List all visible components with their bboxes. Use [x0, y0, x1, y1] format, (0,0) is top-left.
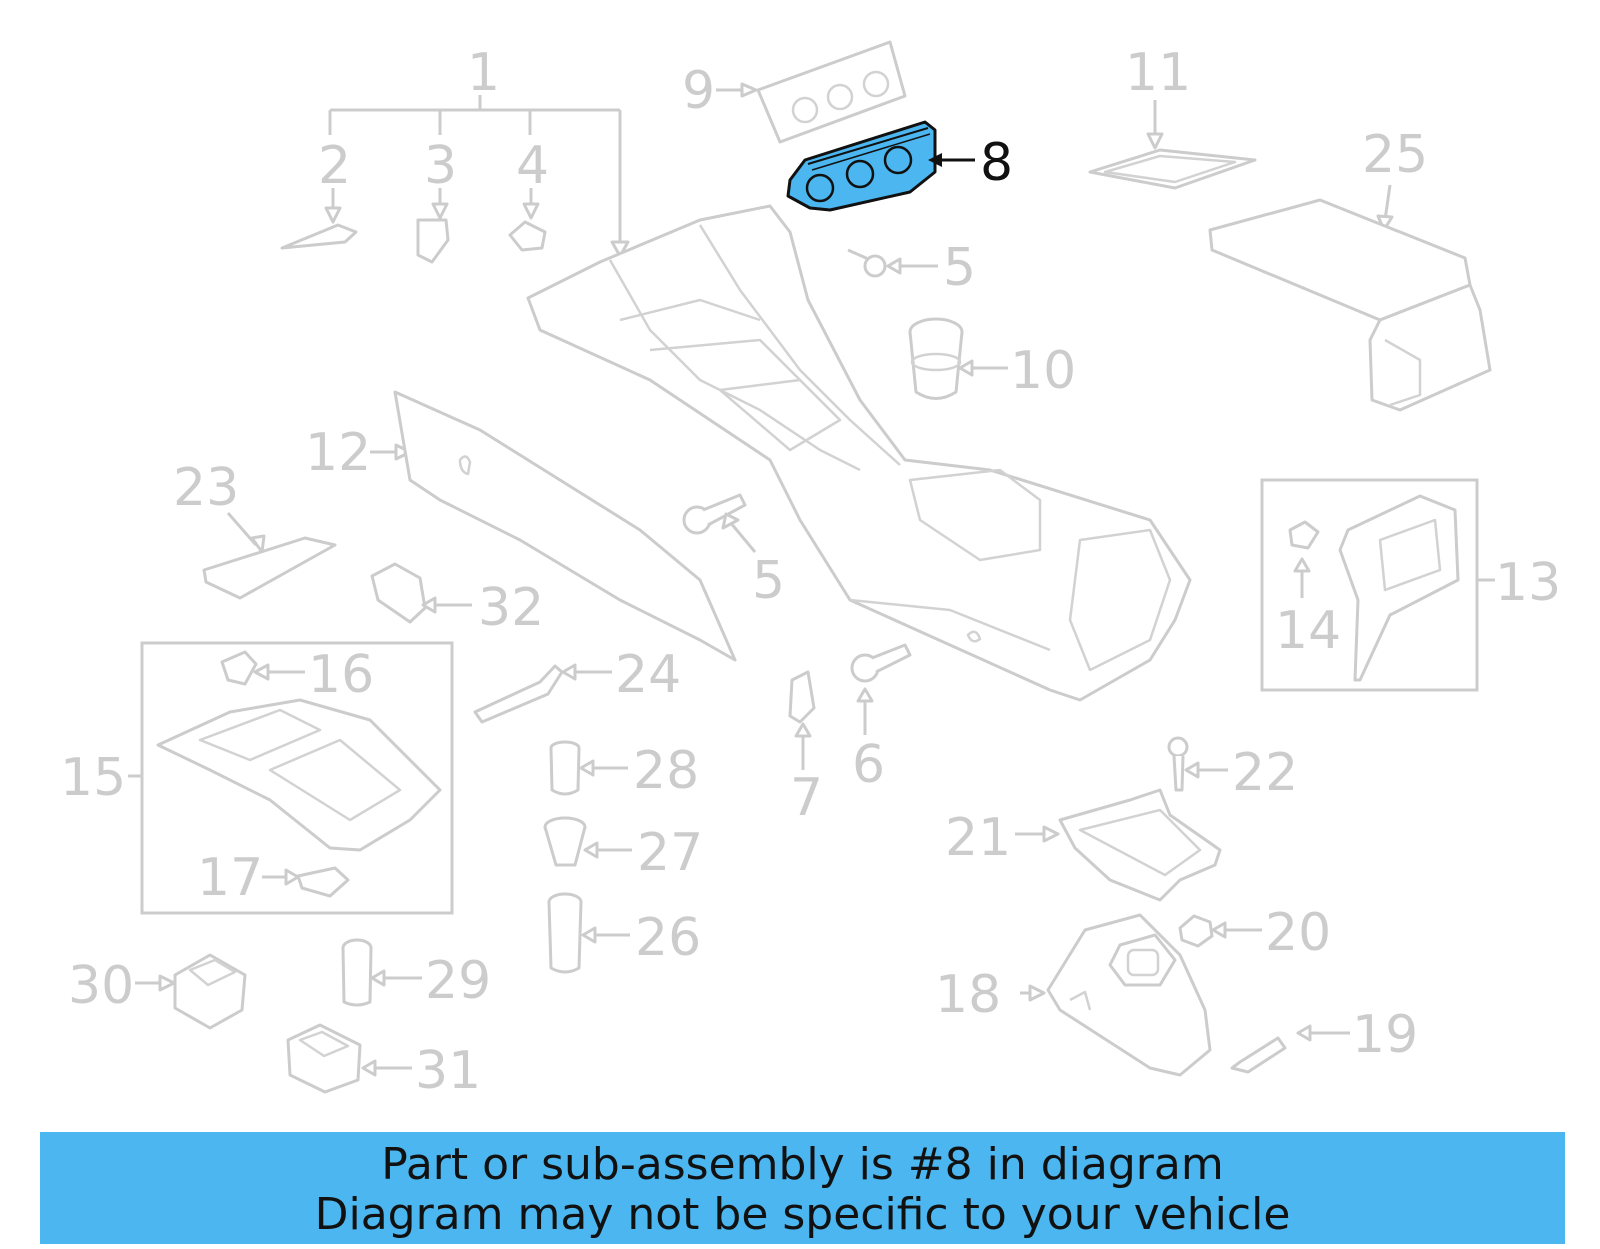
- callout-21: 21: [945, 808, 1011, 868]
- callout-16: 16: [308, 645, 374, 705]
- callout-10: 10: [1010, 341, 1076, 401]
- part-28-clip: [549, 740, 628, 796]
- part-25-armrest: [1208, 184, 1492, 412]
- part-27-grommet: [543, 816, 632, 867]
- part-5-screw-middle: [682, 493, 757, 553]
- callout-27: 27: [637, 823, 703, 883]
- part-30-switch: [135, 953, 247, 1030]
- callout-23: 23: [173, 458, 239, 518]
- callout-15: 15: [60, 748, 126, 808]
- part-2-bracket: [280, 188, 358, 250]
- info-banner: Part or sub-assembly is #8 in diagram Di…: [40, 1132, 1565, 1244]
- callout-labels: 1 2 3 4 5 5 6 7 8 9 10 11 12 13 14 15 16…: [60, 43, 1561, 1101]
- part-23-pad: [202, 512, 337, 600]
- callout-26: 26: [635, 908, 701, 968]
- part-15-group-box: [128, 641, 454, 915]
- banner-line-2: Diagram may not be specific to your vehi…: [314, 1189, 1291, 1240]
- part-21-bracket: [1015, 788, 1222, 902]
- callout-14: 14: [1275, 601, 1341, 661]
- callout-24: 24: [615, 645, 681, 705]
- part-29-socket: [341, 938, 422, 1007]
- callout-12: 12: [305, 423, 371, 483]
- callout-22: 22: [1232, 743, 1298, 803]
- callout-25: 25: [1362, 125, 1428, 185]
- callout-31: 31: [415, 1041, 481, 1101]
- callout-8[interactable]: 8: [980, 133, 1013, 193]
- callout-30: 30: [68, 956, 134, 1016]
- part-26-clip: [547, 892, 630, 974]
- part-3-clip: [416, 188, 450, 264]
- callout-29: 29: [425, 951, 491, 1011]
- part-31-switch: [286, 1023, 412, 1094]
- callout-7: 7: [790, 768, 823, 828]
- banner-line-1: Part or sub-assembly is #8 in diagram: [381, 1139, 1224, 1190]
- part-4-nut: [508, 188, 547, 252]
- callout-9: 9: [682, 61, 715, 121]
- callout-13: 13: [1495, 553, 1561, 613]
- callout-18: 18: [935, 965, 1001, 1025]
- part-8-climate-control-panel[interactable]: [786, 120, 975, 212]
- part-18-shifter-base: [1020, 913, 1212, 1077]
- callout-28: 28: [633, 741, 699, 801]
- callout-4: 4: [516, 136, 549, 196]
- part-12-side-panel: [370, 390, 737, 662]
- part-20-nut: [1178, 914, 1262, 948]
- callout-32: 32: [478, 578, 544, 638]
- callout-3: 3: [424, 136, 457, 196]
- part-24-strip: [473, 663, 612, 724]
- part-7-cap: [788, 670, 816, 770]
- callout-5a: 5: [943, 238, 976, 298]
- part-13-group-box: [1260, 478, 1495, 692]
- callout-20: 20: [1265, 903, 1331, 963]
- part-5-screw-upper: [847, 248, 938, 278]
- part-32-switch: [370, 562, 472, 624]
- part-10-cup-holder: [908, 317, 1008, 400]
- part-11-mat: [1088, 100, 1257, 190]
- callout-17: 17: [197, 848, 263, 908]
- part-6-screw: [850, 643, 912, 735]
- callout-19: 19: [1352, 1005, 1418, 1065]
- part-9-bezel: [716, 40, 907, 144]
- callout-1: 1: [467, 43, 500, 103]
- callout-1-bracket: [328, 95, 630, 258]
- part-1-console-body: [526, 204, 1192, 702]
- callout-6: 6: [852, 735, 885, 795]
- part-22-screw: [1167, 736, 1228, 792]
- callout-11: 11: [1125, 43, 1191, 103]
- part-19-cable: [1230, 1024, 1350, 1074]
- callout-5b: 5: [752, 551, 785, 611]
- callout-2: 2: [318, 136, 351, 196]
